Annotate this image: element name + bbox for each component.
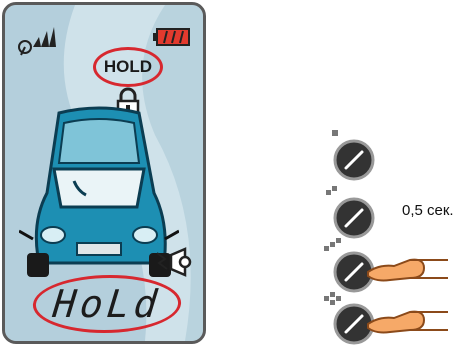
hold-status-label: HOLD xyxy=(93,47,163,87)
signal-icon xyxy=(18,27,56,56)
remote-lcd-screen: HOLD HoLd xyxy=(2,2,206,344)
button-3-hold[interactable] xyxy=(320,238,450,294)
button-1-press[interactable] xyxy=(320,128,380,182)
delay-label: 0,5 сек. xyxy=(402,202,454,219)
button-4-hold[interactable] xyxy=(320,290,450,346)
siren-icon xyxy=(156,247,192,277)
button-2-press[interactable] xyxy=(320,186,380,240)
battery-icon xyxy=(153,28,190,46)
car-icon xyxy=(19,106,179,277)
